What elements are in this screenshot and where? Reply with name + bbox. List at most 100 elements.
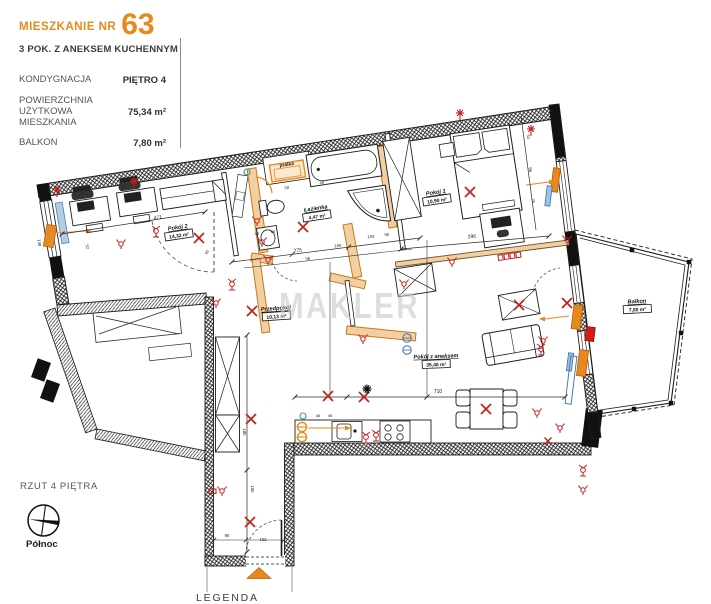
balcony-post — [668, 400, 674, 406]
socket-symbol — [358, 334, 368, 344]
dim-tick — [244, 467, 250, 473]
red-x-mark — [513, 299, 525, 311]
socket-row-red — [509, 252, 516, 260]
red-lamp-symbol — [361, 431, 371, 444]
socket-symbol — [252, 216, 262, 226]
svg-text:Balkon: Balkon — [627, 298, 647, 305]
spec-value: 75,34 m² — [127, 106, 166, 118]
dimension-label: 150 — [334, 243, 342, 249]
socket-row-red — [515, 251, 522, 259]
shelf-pokoj2 — [159, 178, 227, 211]
dining-table — [455, 388, 518, 430]
dimension-label: 96 — [528, 167, 534, 173]
electrical-panel — [584, 326, 596, 342]
socket-symbol — [399, 279, 409, 289]
dimension-label: 40 — [254, 231, 260, 237]
wall-left-lower — [52, 276, 70, 306]
apartment-subtitle: 3 POK. Z ANEKSEM KUCHENNYM — [19, 44, 178, 55]
balcony-post — [631, 406, 637, 412]
header-divider — [180, 38, 181, 148]
red-x-mark — [244, 516, 256, 528]
bath-door-arc2 — [270, 256, 298, 282]
radiator-living-pipe — [544, 315, 570, 320]
socket-symbol — [217, 486, 227, 496]
socket-symbol — [257, 237, 267, 247]
dimension-label: 150 — [250, 486, 255, 494]
dim-tick — [344, 394, 350, 400]
dimension-label: 86 — [270, 229, 276, 235]
red-x-mark — [322, 390, 334, 402]
teal-mark-kitchen — [299, 412, 307, 420]
dimension-label: 96 — [305, 256, 311, 262]
wall-living-bottom — [293, 442, 592, 456]
dimension-label: 25 — [531, 198, 537, 204]
dim-line-hall-1 — [231, 237, 421, 263]
wardrobe-bedroom — [382, 136, 422, 222]
dim-line-bedroom-r — [520, 115, 537, 231]
shaft-small-box — [148, 342, 192, 362]
shower — [346, 184, 392, 222]
washer-box-inner — [273, 165, 302, 180]
balcony-door-living-line — [572, 265, 578, 304]
spec-label: KONDYGNACJA — [19, 74, 92, 85]
wall-hall-living — [345, 325, 417, 342]
dim-tick — [398, 246, 404, 252]
svg-text:Łazienka: Łazienka — [303, 204, 328, 214]
watermark: MAKLER — [279, 285, 421, 326]
dim-tick — [345, 244, 352, 250]
socket-row-red — [497, 254, 504, 262]
wall-wing-left — [204, 296, 214, 567]
room-label: Pokój 214,32 m² — [164, 223, 194, 242]
dim-tick — [292, 394, 298, 400]
radiator-living-2 — [575, 349, 590, 377]
wall-hall-right-v — [342, 222, 363, 279]
room-label: Pokój 110,90 m² — [422, 189, 452, 207]
red-x-mark — [561, 297, 573, 309]
window-bedroom-line — [559, 161, 569, 232]
dim-tick — [562, 394, 568, 400]
pillar-topleft — [37, 183, 52, 202]
window-bedroom-line — [562, 160, 572, 232]
dim-line-bedroom — [400, 235, 550, 250]
dim-tick — [281, 537, 287, 543]
nightstand — [438, 142, 456, 158]
wardrobe-wing — [215, 336, 240, 453]
blue-symbol-hall — [402, 333, 412, 343]
dimension-label: 775 — [293, 247, 302, 254]
toilet — [258, 199, 285, 217]
orange-symbol-kitchen — [296, 421, 308, 433]
dining-chair — [455, 389, 471, 407]
dimension-label: 471 — [153, 214, 162, 221]
red-star-symbol — [130, 177, 138, 188]
red-x-mark — [245, 413, 257, 425]
svg-text:10,13 m²: 10,13 m² — [266, 314, 287, 321]
red-mark-entry — [208, 488, 217, 495]
desk-1 — [68, 184, 112, 234]
kitchen-counter — [294, 419, 432, 444]
dim-tick — [244, 549, 250, 555]
dim-tick — [417, 235, 423, 241]
socket-symbol — [447, 257, 457, 267]
entrance-opening — [246, 555, 285, 567]
radiator-living-pipe-arrow — [539, 316, 545, 322]
dimension-label: 710 — [434, 389, 443, 395]
dim-line-pokoj2 — [61, 211, 206, 235]
socket-symbol — [578, 485, 588, 495]
radiator-left — [42, 223, 58, 249]
dim-tick — [243, 537, 249, 543]
wall-hall-living-thin — [344, 280, 356, 327]
wall-wing-bottom — [204, 555, 249, 567]
red-x-mark — [193, 232, 205, 244]
sofa — [481, 324, 545, 366]
balcony-post — [686, 259, 692, 265]
dimension-label: 52 — [85, 244, 91, 250]
apartment-number: 63 — [121, 8, 155, 41]
north-label: Północ — [26, 539, 58, 550]
svg-text:Przedpokój: Przedpokój — [261, 305, 292, 313]
orange-symbol-kitchen — [296, 431, 308, 443]
dimension-label: 46 — [316, 413, 321, 418]
bathtub — [305, 143, 383, 188]
